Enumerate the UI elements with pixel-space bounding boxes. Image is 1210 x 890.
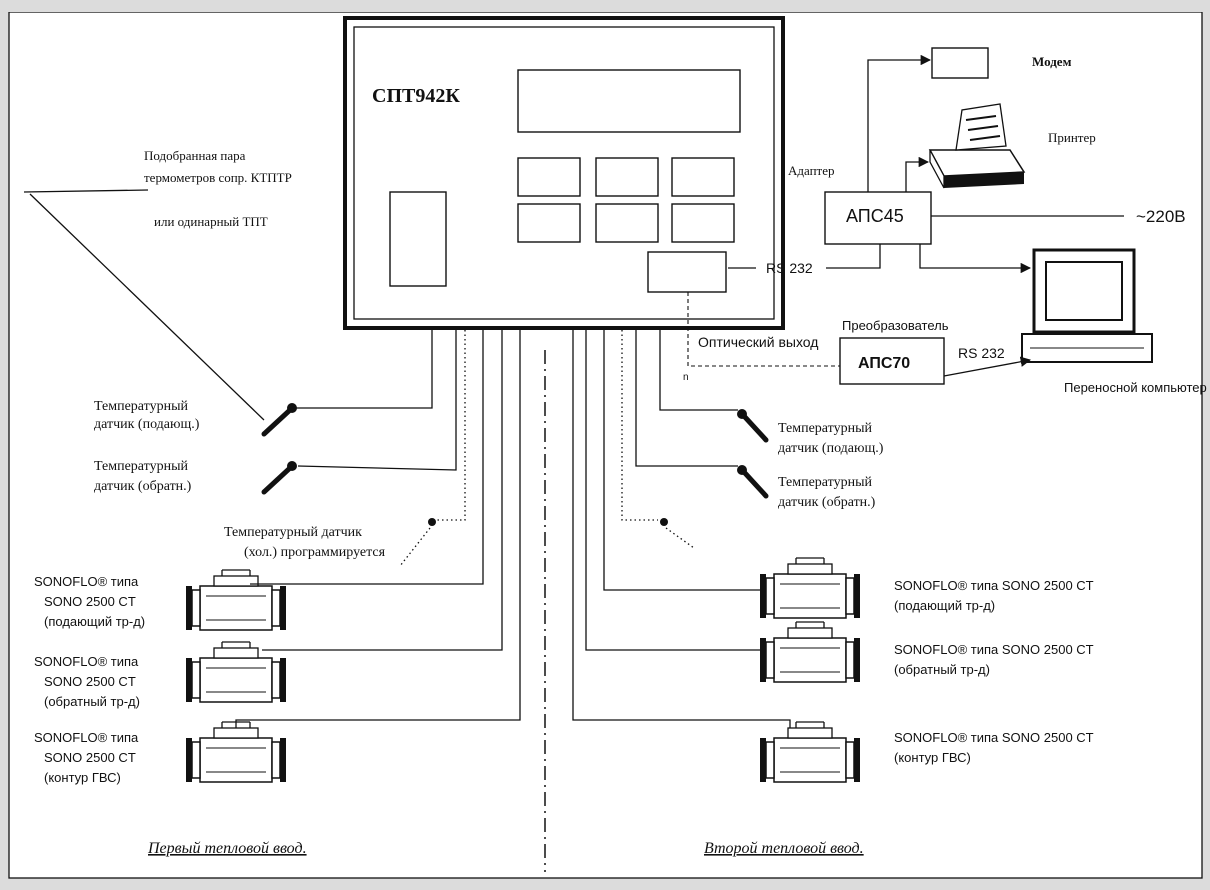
modem-box — [931, 47, 989, 79]
adapter-label: Адаптер — [788, 163, 835, 178]
left-treturn-2: датчик (обратн.) — [94, 479, 192, 494]
device-terminal-block — [389, 191, 447, 287]
left-wiring — [235, 330, 521, 736]
right-tsupply-1: Температурный — [778, 421, 872, 436]
left-tsupply-1: Температурный — [94, 399, 188, 414]
device-key — [671, 157, 735, 197]
left-flow1-2: SONO 2500 CT — [44, 594, 136, 609]
right-flow2-1: SONOFLO® типа SONO 2500 CT — [894, 642, 1094, 657]
right-flow3-1: SONOFLO® типа SONO 2500 CT — [894, 730, 1094, 745]
left-flow1-3: (подающий тр-д) — [44, 614, 145, 629]
left-flow3-1: SONOFLO® типа — [34, 730, 139, 745]
right-flow3-2: (контур ГВС) — [894, 750, 971, 765]
calculator-device: СПТ942К — [343, 16, 785, 330]
cold-sensor-icon — [399, 518, 436, 567]
temp-sensor-icon — [737, 465, 769, 499]
right-treturn-2: датчик (обратн.) — [778, 495, 876, 510]
aps45-box — [824, 191, 932, 245]
left-flow3-2: SONO 2500 CT — [44, 750, 136, 765]
right-tsupply-2: датчик (подающ.) — [778, 441, 884, 456]
left-tsupply-2: датчик (подающ.) — [94, 417, 200, 432]
device-key — [517, 157, 581, 197]
left-flow3-3: (контур ГВС) — [44, 770, 121, 785]
device-key — [595, 203, 659, 243]
device-optical-port — [647, 251, 727, 293]
right-footer: Второй тепловой ввод. — [704, 840, 864, 857]
aps70-label: АПС70 — [858, 355, 910, 372]
pair-label-2: термометров сопр. КТПТР — [144, 170, 292, 185]
printer-icon — [928, 103, 1026, 189]
pair-label-3: или одинарный ТПТ — [154, 214, 268, 229]
right-flow1-1: SONOFLO® типа SONO 2500 CT — [894, 578, 1094, 593]
rs232-top-label: RS 232 — [766, 260, 813, 276]
device-title: СПТ942К — [372, 85, 460, 107]
left-footer: Первый тепловой ввод. — [147, 840, 307, 857]
temp-sensor-icon — [261, 403, 297, 437]
optical-n-label: n — [683, 372, 689, 383]
mains-label: ~220В — [1136, 207, 1186, 226]
printer-label: Принтер — [1048, 130, 1096, 145]
left-flow2-3: (обратный тр-д) — [44, 694, 140, 709]
left-tcold-1: Температурный датчик — [224, 525, 362, 540]
device-key — [671, 203, 735, 243]
left-flow2-1: SONOFLO® типа — [34, 654, 139, 669]
aps45-label: АПС45 — [846, 206, 904, 226]
converter-label: Преобразователь — [842, 318, 949, 333]
temp-sensor-icon — [737, 409, 769, 443]
left-tcold-2: (хол.) программируется — [244, 545, 386, 560]
pair-label-1: Подобранная пара — [144, 148, 246, 163]
aps70-box — [839, 337, 945, 385]
right-flow2-2: (обратный тр-д) — [894, 662, 990, 677]
modem-label: Модем — [1032, 54, 1072, 69]
device-key — [595, 157, 659, 197]
left-flow1-1: SONOFLO® типа — [34, 574, 139, 589]
cold-sensor-icon — [660, 518, 695, 549]
laptop-label: Переносной компьютер — [1064, 380, 1207, 395]
right-treturn-1: Температурный — [778, 475, 872, 490]
device-display — [517, 69, 741, 133]
right-flow1-2: (подающий тр-д) — [894, 598, 995, 613]
temp-sensor-icon — [261, 461, 297, 495]
laptop-icon — [1021, 248, 1153, 363]
left-flow2-2: SONO 2500 CT — [44, 674, 136, 689]
device-key — [517, 203, 581, 243]
left-treturn-1: Температурный — [94, 459, 188, 474]
rs232-bottom-label: RS 232 — [958, 345, 1005, 361]
optical-out-label: Оптический выход — [698, 334, 818, 350]
